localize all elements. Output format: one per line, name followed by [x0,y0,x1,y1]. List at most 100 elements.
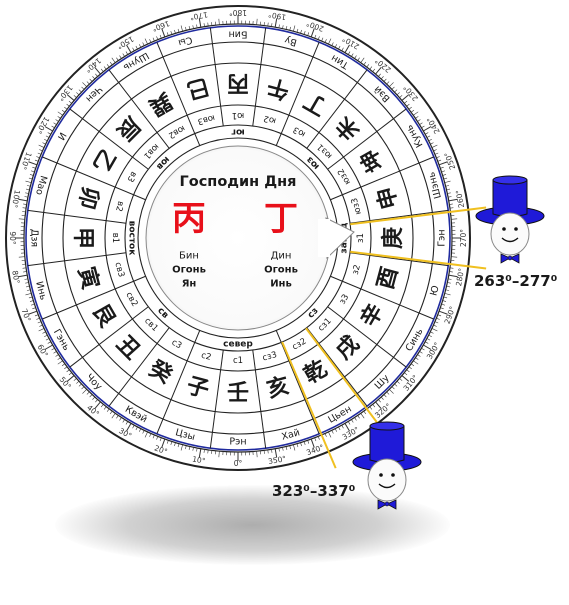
mountain-code: c2 [200,351,212,363]
bowtie-left [377,499,388,510]
degree-tick [372,68,376,72]
degree-tick [61,363,66,367]
degree-tick [440,166,444,169]
degree-tick [256,451,258,458]
degree-tick [448,198,458,202]
degree-tick [328,431,332,438]
degree-tick [44,334,48,338]
degree-tick [25,180,32,183]
degree-tick [341,425,344,429]
degree-tick [415,116,419,119]
degree-tick [73,95,77,98]
degree-tick [122,419,125,423]
degree-tick [94,66,101,75]
mountain-glyph: 壬 [227,380,249,406]
mountain-name: И [55,130,68,142]
sector-divider [252,27,267,127]
highlight-boundary [281,341,337,469]
degree-tick [29,300,34,302]
mountain-code: cв3 [112,261,126,278]
degree-tick [447,282,451,284]
degree-tick [161,28,166,38]
degree-tick [32,166,36,169]
degree-tick [357,415,360,419]
degree-tick [296,28,299,33]
degree-tick [64,106,68,110]
degree-tick [380,76,384,80]
degree-tick [125,51,129,55]
degree-tick [354,55,357,59]
degree-tick [431,144,438,148]
degree-tick [132,47,135,51]
degree-tick [289,26,291,31]
sector-divider [156,342,196,435]
degree-tick [278,448,280,452]
sector-divider [41,156,134,196]
degree-tick [256,18,258,25]
degree-tick [25,282,29,284]
degree-tick [135,45,138,50]
degree-tick [66,94,75,101]
degree-label: 90° [8,231,17,245]
degree-tick [360,57,365,63]
degree-tick [92,396,96,400]
degree-tick [47,132,51,135]
degree-tick [24,196,28,198]
degree-tick [328,38,332,45]
degree-tick [32,307,36,310]
degree-tick [442,174,447,176]
sector-divider [280,342,320,435]
degree-tick [438,161,448,166]
degree-tick [44,138,48,142]
degree-tick [417,354,421,357]
mountain-code: в3 [125,169,139,183]
degree-tick [122,53,125,57]
sector-divider [342,280,435,320]
mountain-name: Цзы [174,427,196,443]
degree-tick [55,354,59,357]
degree-tick [152,434,155,439]
degree-tick [369,406,373,410]
degree-tick [126,423,132,432]
degree-tick [331,42,334,46]
degree-tick [86,81,90,85]
degree-tick [28,177,33,180]
degree-tick [285,26,288,30]
degree-tick [401,375,410,382]
degree-tick [95,399,98,403]
degree-tick [324,39,327,43]
degree-tick [271,449,273,453]
degree-tick [177,443,180,448]
mountain-code: з3 [338,293,352,307]
degree-tick [296,443,299,448]
degree-tick [51,125,55,129]
degree-tick [138,428,142,432]
degree-tick [278,24,280,28]
sector-divider [209,27,224,127]
smile [378,483,396,489]
direction-divider [133,275,146,282]
degree-tick [433,324,437,327]
mountain-name: Бин [229,29,248,40]
degree-tick [447,192,451,194]
bowtie-knot [507,255,513,261]
highlight-boundary [350,250,487,270]
degree-tick [37,321,42,324]
degree-tick [166,32,169,36]
degree-tick [321,37,324,42]
sector-divider [108,327,170,407]
degree-tick [82,389,87,394]
degree-tick [331,430,334,434]
degree-tick [64,366,68,370]
degree-label: 190° [267,10,287,22]
degree-tick [389,82,394,87]
degree-tick [26,185,31,187]
degree-tick [451,256,458,258]
ring-boundary [62,62,414,414]
degree-tick [55,119,59,122]
degree-tick [100,404,104,408]
degree-tick [434,152,439,155]
degree-tick [307,32,310,36]
sector-dividers [27,27,449,449]
degree-tick [271,23,273,27]
